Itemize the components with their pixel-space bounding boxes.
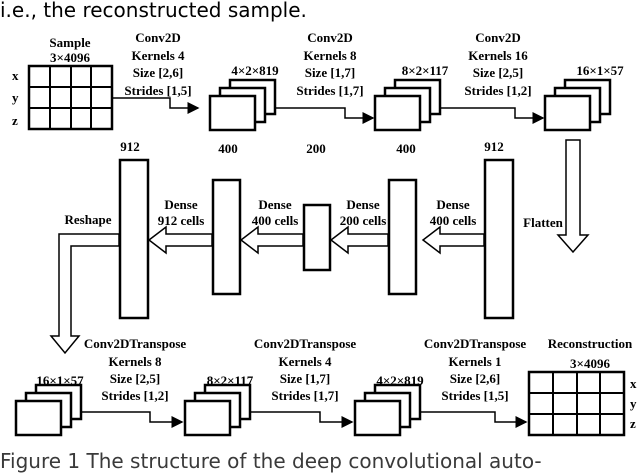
arrow-deconv3 bbox=[421, 411, 528, 428]
sample-title: Sample bbox=[49, 35, 91, 50]
dense-bar-200 bbox=[302, 203, 332, 272]
arrow-conv1-to-conv2 bbox=[276, 107, 375, 124]
reconstruction-title: Reconstruction bbox=[547, 336, 633, 351]
decoder-1-kernels: Kernels 8 bbox=[108, 354, 162, 369]
intro-text: i.e., the reconstructed sample. bbox=[0, 0, 307, 22]
reconstruction-dims: 3×4096 bbox=[570, 356, 610, 371]
dense-bar-400-right bbox=[387, 178, 418, 296]
decoder-stack-1 bbox=[14, 383, 83, 437]
dense-4-cells: 400 cells bbox=[429, 213, 477, 228]
reshape-label: Reshape bbox=[64, 212, 112, 227]
figure-caption: Figure 1 The structure of the deep convo… bbox=[0, 449, 542, 473]
decoder-stack-3 bbox=[353, 383, 422, 437]
dense-size-1: 912 bbox=[120, 139, 140, 154]
flatten-arrow bbox=[556, 139, 590, 254]
sample-row-z: z bbox=[12, 113, 18, 128]
encoder-2-kernels: Kernels 8 bbox=[303, 48, 357, 63]
arrow-conv2-to-conv3 bbox=[441, 107, 545, 124]
decoder-1-size: Size [2,5] bbox=[109, 371, 161, 386]
decoder-3-strides: Strides [1,5] bbox=[441, 388, 509, 403]
dense-2-type: Dense bbox=[258, 197, 292, 212]
encoder-2-strides: Strides [1,7] bbox=[296, 83, 364, 98]
dense-size-4: 400 bbox=[396, 141, 416, 156]
decoder-2-size: Size [1,7] bbox=[279, 371, 331, 386]
decoder-2-kernels: Kernels 4 bbox=[278, 354, 332, 369]
sample-grid bbox=[27, 64, 114, 131]
encoder-3-size: Size [2,5] bbox=[472, 65, 524, 80]
arrow-sample-to-conv1 bbox=[113, 97, 200, 114]
reconstruction-row-y: y bbox=[630, 396, 637, 411]
encoder-1-type: Conv2D bbox=[135, 30, 181, 45]
sample-dims: 3×4096 bbox=[50, 50, 90, 65]
reconstruction-row-z: z bbox=[630, 416, 636, 431]
decoder-1-type: Conv2DTranspose bbox=[83, 336, 187, 351]
dense-1-cells: 912 cells bbox=[157, 213, 205, 228]
reconstruction-grid bbox=[527, 370, 626, 437]
encoder-3-output-dims: 16×1×57 bbox=[576, 63, 624, 78]
flatten-label: Flatten bbox=[523, 215, 563, 230]
dense-arrows bbox=[147, 225, 485, 255]
arrow-400-to-912 bbox=[147, 225, 213, 255]
dense-size-5: 912 bbox=[484, 139, 504, 154]
encoder-stack-3 bbox=[543, 78, 612, 132]
arrow-200-to-400 bbox=[239, 225, 304, 255]
encoder-2-size: Size [1,7] bbox=[304, 65, 356, 80]
arrow-deconv1 bbox=[82, 411, 184, 428]
dense-bar-912-right bbox=[483, 158, 515, 320]
dense-bar-912-left bbox=[118, 158, 150, 320]
encoder-3-kernels: Kernels 16 bbox=[468, 48, 528, 63]
dense-bar-400-left bbox=[211, 178, 242, 296]
decoder-2-type: Conv2DTranspose bbox=[253, 336, 357, 351]
sample-row-x: x bbox=[12, 68, 19, 83]
dense-4-type: Dense bbox=[436, 197, 470, 212]
encoder-2-output-dims: 8×2×117 bbox=[401, 63, 449, 78]
encoder-1-strides: Strides [1,5] bbox=[124, 83, 192, 98]
reconstruction-row-x: x bbox=[630, 376, 637, 391]
decoder-3-kernels: Kernels 1 bbox=[448, 354, 502, 369]
encoder-1-kernels: Kernels 4 bbox=[131, 48, 185, 63]
encoder-stack-2 bbox=[373, 78, 442, 132]
sample-row-y: y bbox=[12, 90, 19, 105]
decoder-2-strides: Strides [1,7] bbox=[271, 388, 339, 403]
encoder-3-type: Conv2D bbox=[475, 30, 521, 45]
decoder-3-type: Conv2DTranspose bbox=[423, 336, 527, 351]
dense-3-type: Dense bbox=[346, 197, 380, 212]
decoder-3-size: Size [2,6] bbox=[449, 371, 501, 386]
encoder-3-strides: Strides [1,2] bbox=[464, 83, 532, 98]
decoder-1-strides: Strides [1,2] bbox=[101, 388, 169, 403]
arrow-400-to-200 bbox=[329, 225, 389, 255]
encoder-stack-1 bbox=[208, 78, 277, 132]
dense-3-cells: 200 cells bbox=[339, 213, 387, 228]
dense-1-type: Dense bbox=[164, 197, 198, 212]
encoder-1-output-dims: 4×2×819 bbox=[231, 63, 279, 78]
encoder-1-size: Size [2,6] bbox=[132, 65, 184, 80]
dense-size-3: 200 bbox=[306, 141, 326, 156]
dense-2-cells: 400 cells bbox=[251, 213, 299, 228]
reshape-arrow bbox=[49, 233, 120, 355]
arrow-912-to-400-right bbox=[421, 225, 485, 255]
encoder-2-type: Conv2D bbox=[307, 30, 353, 45]
decoder-stack-2 bbox=[183, 383, 252, 437]
dense-size-2: 400 bbox=[218, 141, 238, 156]
arrow-deconv2 bbox=[251, 411, 354, 428]
dense-bars bbox=[118, 158, 515, 320]
